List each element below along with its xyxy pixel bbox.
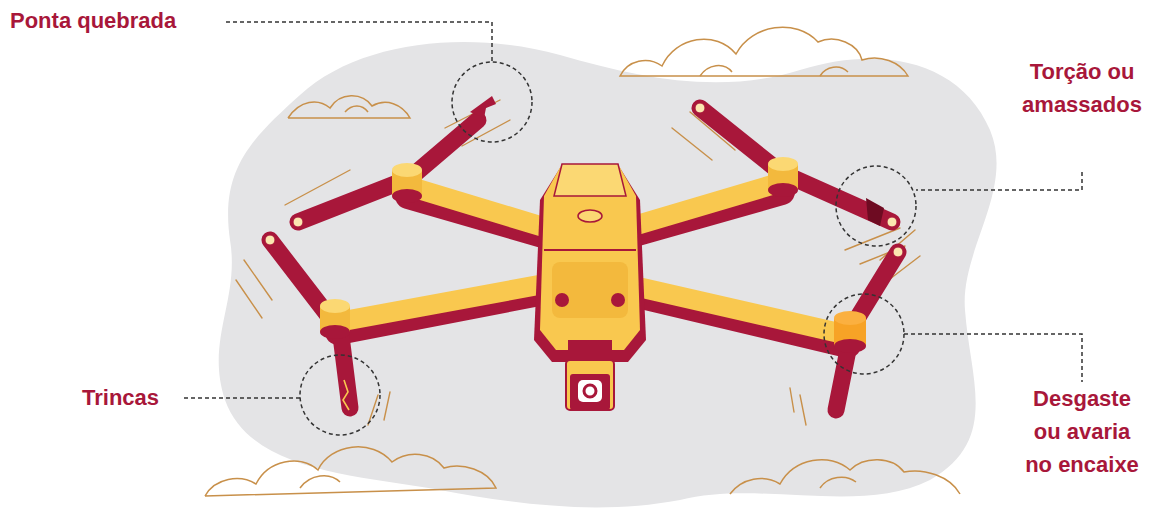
- motor: [320, 157, 866, 353]
- callout-label: Trincas: [82, 381, 159, 414]
- propeller-blade: [298, 182, 400, 222]
- motor: [320, 299, 350, 313]
- drone-body: [534, 164, 646, 362]
- callout-label: Torção ou amassados: [1022, 55, 1142, 121]
- motor: [392, 163, 422, 177]
- cloud: [205, 447, 496, 496]
- callout-leader: [836, 166, 916, 246]
- blade-tip: [265, 235, 275, 245]
- camera: [566, 360, 614, 410]
- cloud: [345, 106, 368, 112]
- motion-lines: [236, 260, 272, 318]
- callout-label: Ponta quebrada: [10, 4, 176, 37]
- blade-tip: [887, 217, 897, 227]
- blade-tip: [695, 103, 705, 113]
- drone-body: [544, 249, 636, 251]
- cloud: [730, 460, 960, 494]
- propeller-blade: [270, 108, 898, 410]
- cloud: [288, 96, 410, 118]
- callout-leader: [916, 172, 1082, 190]
- motor: [768, 183, 798, 197]
- motor: [834, 311, 866, 325]
- blade-tip: [293, 217, 303, 227]
- callout-leader: [226, 22, 492, 62]
- motor: [834, 339, 866, 353]
- camera: [578, 380, 602, 402]
- drone-body: [540, 164, 640, 350]
- cloud: [300, 476, 340, 488]
- camera: [570, 374, 610, 410]
- background-blob: [219, 42, 997, 507]
- motion-lines: [790, 388, 806, 425]
- motion-lines: [236, 100, 920, 425]
- callout-leader: [904, 334, 1082, 382]
- camera: [584, 385, 596, 397]
- drone-body: [552, 262, 628, 318]
- callout-leader: [452, 62, 532, 142]
- callout-leader: [300, 355, 380, 435]
- callout-leader: [184, 22, 1082, 435]
- cloud: [700, 66, 848, 76]
- drone-body: [555, 293, 569, 307]
- drone-body: [611, 293, 625, 307]
- blade-tip: [265, 103, 903, 257]
- motor: [320, 325, 350, 339]
- cloud: [820, 477, 856, 488]
- dent: [866, 198, 884, 226]
- callout-label: Desgaste ou avaria no encaixe: [1018, 382, 1146, 481]
- drone-body: [578, 210, 602, 222]
- blade-tip: [893, 247, 903, 257]
- drone-body: [568, 340, 612, 360]
- callout-leader: [184, 397, 300, 399]
- broken-tip: [470, 96, 496, 118]
- motion-lines: [368, 392, 390, 425]
- drone-body: [554, 164, 626, 196]
- camera: [566, 360, 614, 410]
- motor: [768, 157, 798, 171]
- crack: [343, 380, 349, 410]
- motor: [392, 189, 422, 203]
- cloud: [620, 27, 908, 76]
- callout-leader: [824, 294, 904, 374]
- cloud: [205, 27, 960, 496]
